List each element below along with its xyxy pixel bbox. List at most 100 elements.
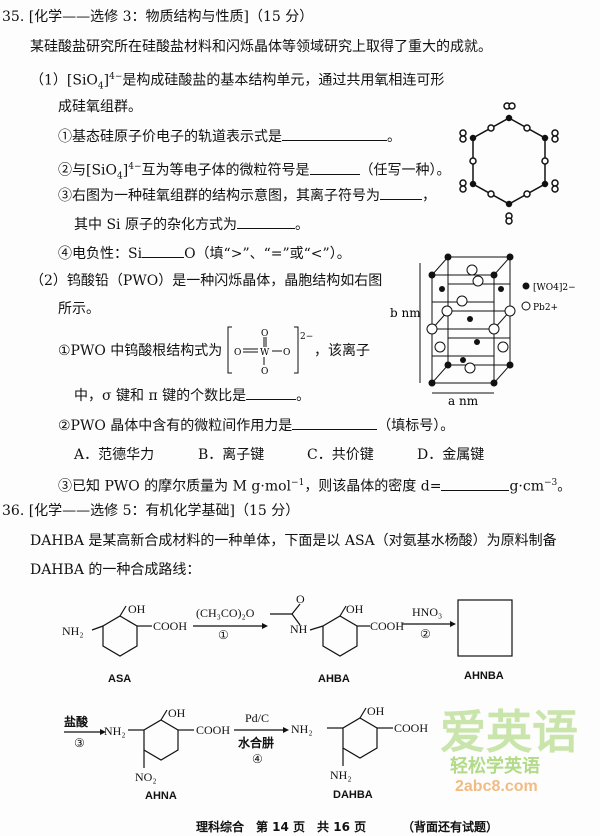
group-cooh: COOH [153,619,188,633]
text: ①基态硅原子价电子的轨道表示式是 [58,129,282,145]
group-o: O [296,592,305,606]
step1-number: ① [218,628,229,642]
text: ①PWO 中钨酸根结构式为 [58,343,223,359]
q35-s1: ①PWO 中钨酸根结构式为 [58,342,222,360]
q35-s3: ③已知 PWO 的摩尔质量为 M g·mol−1，则该晶体的密度 d= g·cm−… [58,478,572,495]
crystal-cell-diagram: [WO4]2− Pb2+ b nm a nm [390,253,576,408]
sup: 4− [109,72,123,82]
atom-o: O [234,348,241,358]
text: ，则该晶体的密度 d= [304,478,442,495]
answer-blank[interactable] [309,162,360,175]
text: g·cm [509,478,544,495]
text: 是构成硅酸盐的基本结构单元，通过共用氧相连可形 [122,72,445,89]
text: 互为等电子体的微粒符号是 [141,162,310,179]
text: ③已知 PWO 的摩尔质量为 M g·mol [58,478,292,495]
atom-o: O [261,329,268,339]
group-nh: NH [290,622,308,636]
option-b: B．离子键 [198,447,265,463]
charge: 2− [300,332,314,342]
group-nh2: NH₂ [330,768,352,782]
text: 中，σ 键和 π 键的个数比是 [74,388,247,404]
step4-reagent2: 水合肼 [238,736,275,750]
sup: 4− [128,162,142,172]
text: ②PWO 晶体中含有的微粒间作用力是 [58,418,293,434]
text: 其中 Si 原子的杂化方式为 [74,217,237,233]
silicate-ring-diagram [459,102,559,225]
atom-o: O [261,367,268,377]
synthesis-route [64,599,513,768]
tungstate-structure: O O W O O [227,326,299,377]
sup: −3 [544,478,558,488]
group-nh2: NH₂ [104,724,126,738]
q35-q2: ②与[SiO4]4−互为等电子体的微粒符号是（任写一种）。 [58,162,451,182]
text: O（填“>”、“=”或“<”）。 [184,246,351,262]
a-dimension-label: a nm [448,394,479,408]
text: （填标号）。 [377,418,455,434]
group-nh2: NH₂ [62,624,84,638]
legend-wo4: [WO4]2− [533,283,576,293]
group-cooh: COOH [196,723,231,737]
group-no2: NO₂ [135,770,157,784]
text: （1）[SiO [30,72,98,89]
answer-blank[interactable] [246,387,297,400]
q35-title: 35. [化学——选修 3：物质结构与性质]（15 分） [2,9,314,25]
q35-q4: ④电负性：Si O（填“>”、“=”或“<”）。 [58,245,351,263]
q35-intro: 某硅酸盐研究所在硅酸盐材料和闪烁晶体等领域研究上取得了重大的成就。 [30,39,492,55]
option-d: D．金属键 [417,447,485,463]
q36-intro-cont: DAHBA 的一种合成路线： [30,562,201,578]
group-oh: OH [367,704,385,718]
q35-s1-cont: 中，σ 键和 π 键的个数比是。 [74,387,311,404]
text: （任写一种）。 [359,162,451,179]
group-cooh: COOH [370,619,405,633]
q35-q1: ①基态硅原子价电子的轨道表示式是。 [58,128,401,145]
step2-number: ② [420,627,431,641]
watermark-site: 2abc8.com [455,778,538,795]
q35-s1-tail: ，该离子 [314,343,370,359]
text: ③右图为一种硅氧组群的结构示意图，其离子符号为 [58,188,380,204]
q35-s2: ②PWO 晶体中含有的微粒间作用力是 （填标号）。 [58,417,454,435]
compound-dahba: DAHBA [333,789,373,801]
sup: −1 [291,478,305,488]
text: ②与[SiO [58,162,118,179]
atom-w: W [260,348,270,358]
watermark-slogan: 轻松学英语 [450,756,540,777]
option-a: A．范德华力 [74,447,155,463]
q35-part2: （2）钨酸铅（PWO）是一种闪烁晶体，晶胞结构如右图 [30,273,383,289]
atom-o: O [283,348,290,358]
compound-ahnba: AHNBA [464,670,504,682]
step2-reagent: HNO₃ [412,605,443,619]
step1-reagent: (CH₃CO)₂O [196,606,255,620]
q36-title: 36. [化学——选修 5：有机化学基础]（15 分） [2,503,300,519]
answer-blank[interactable] [236,216,295,229]
step3-number: ③ [74,736,85,750]
answer-blank[interactable] [380,187,422,200]
group-oh: OH [128,602,146,616]
answer-blank[interactable] [282,128,387,141]
q35-q3-cont: 其中 Si 原子的杂化方式为。 [74,216,309,233]
q35-part1: （1）[SiO4]4−是构成硅酸盐的基本结构单元，通过共用氧相连可形 [30,72,445,92]
step4-reagent: Pd/C [245,711,270,725]
option-c: C．共价键 [307,447,374,463]
b-dimension-label: b nm [390,306,421,320]
group-oh: OH [168,706,186,720]
text: ④电负性：Si [58,246,143,262]
q35-part2-cont: 所示。 [58,301,100,317]
compound-asa: ASA [108,673,132,685]
group-cooh: COOH [394,721,429,735]
answer-blank[interactable] [142,245,185,258]
footer-note: （背面还有试题） [402,820,499,834]
answer-blank[interactable] [441,478,510,491]
step4-number: ④ [252,752,263,766]
legend-pb: Pb2+ [533,303,558,313]
answer-blank[interactable] [292,417,378,430]
compound-ahba: AHBA [318,673,350,685]
step3-reagent: 盐酸 [64,715,89,729]
q36-intro: DAHBA 是某高新合成材料的一种单体，下面是以 ASA（对氨基水杨酸）为原料制… [30,533,557,549]
group-nh2: NH₂ [291,722,313,736]
q35-q3: ③右图为一种硅氧组群的结构示意图，其离子符号为， [58,187,436,204]
watermark-logo: 爱英语 [440,705,578,759]
footer-page: 理科综合 第 14 页 共 16 页 [196,820,367,834]
q35-part1-cont: 成硅氧组群。 [58,99,142,115]
group-oh: OH [346,602,364,616]
